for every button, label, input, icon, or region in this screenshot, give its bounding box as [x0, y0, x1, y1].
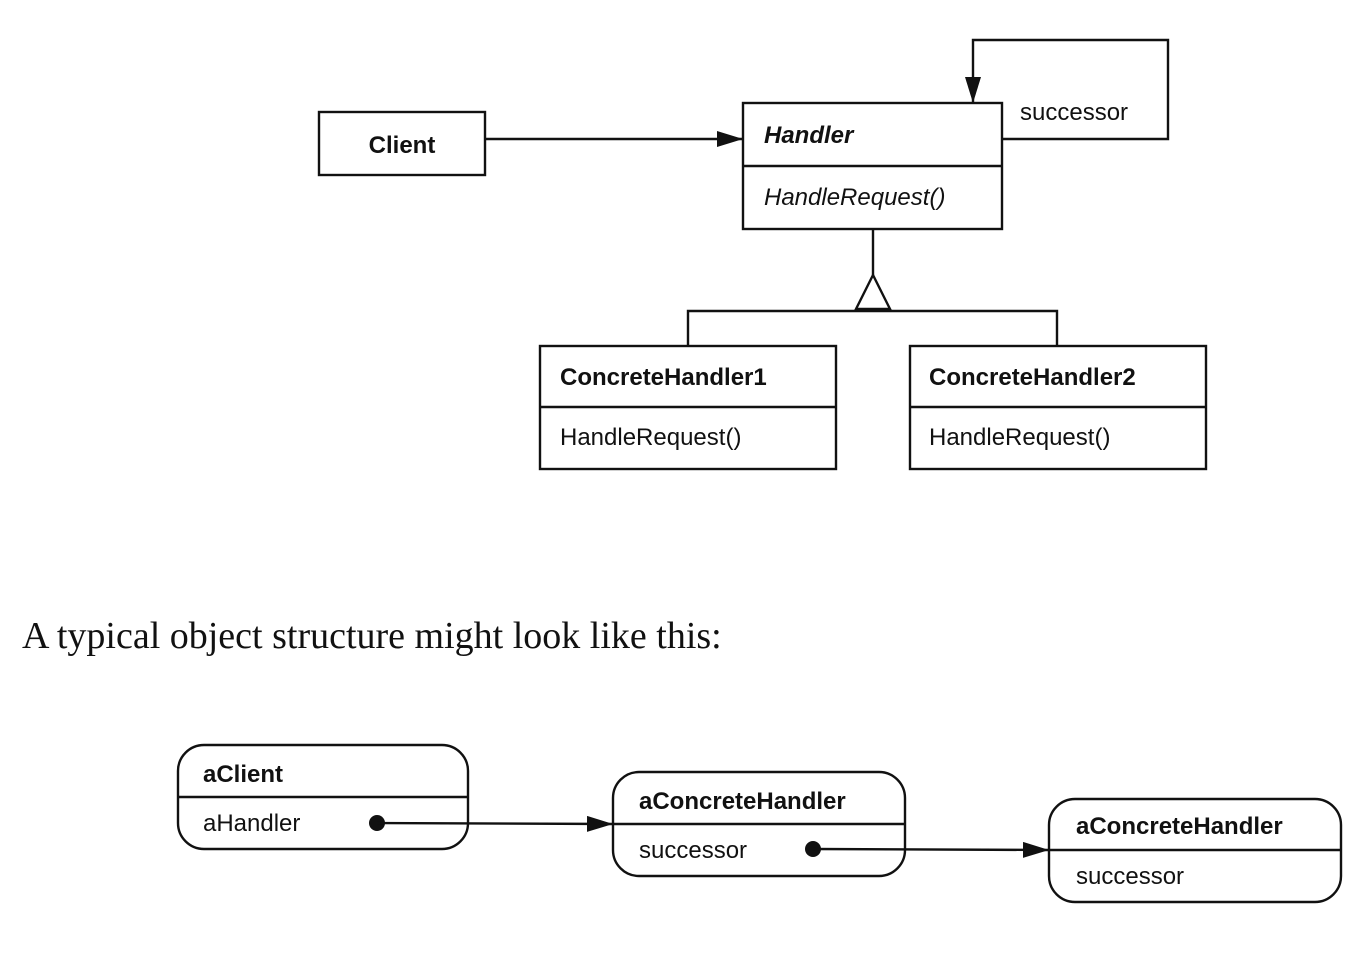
- a-concrete-handler-2-field: successor: [1076, 863, 1184, 890]
- concrete-handler-2-class: ConcreteHandler2 HandleRequest(): [908, 344, 1208, 471]
- a-concrete-handler-1-field: successor: [639, 837, 747, 864]
- a-concrete-handler-object-2: aConcreteHandler successor: [1047, 797, 1343, 904]
- a-concrete-handler-2-name: aConcreteHandler: [1076, 813, 1283, 840]
- object-structure-caption: A typical object structure might look li…: [22, 615, 722, 657]
- a-concrete-handler-object-1: aConcreteHandler successor: [611, 770, 907, 878]
- client-class-name: Client: [369, 132, 436, 159]
- handler-operation: HandleRequest(): [764, 184, 945, 211]
- concrete-handler-1-operation: HandleRequest(): [560, 424, 741, 451]
- handler-class: Handler HandleRequest(): [741, 101, 1004, 231]
- a-concrete-handler-1-name: aConcreteHandler: [639, 788, 846, 815]
- successor-association-label: successor: [1020, 99, 1128, 126]
- successor-reference: [805, 841, 1050, 858]
- concrete-handler-2-operation: HandleRequest(): [929, 424, 1110, 451]
- a-client-name: aClient: [203, 761, 283, 788]
- concrete-handler-1-class: ConcreteHandler1 HandleRequest(): [538, 344, 838, 471]
- inheritance-hierarchy: [686, 229, 1059, 346]
- successor-self-association: [965, 38, 1170, 141]
- a-handler-reference: [369, 815, 614, 832]
- generalization-triangle: [854, 272, 892, 311]
- concrete-handler-2-name: ConcreteHandler2: [929, 364, 1136, 391]
- client-class: Client: [317, 110, 487, 177]
- concrete-handler-1-name: ConcreteHandler1: [560, 364, 767, 391]
- handler-class-name: Handler: [764, 122, 855, 149]
- a-client-object: aClient aHandler: [176, 743, 470, 851]
- a-client-field: aHandler: [203, 810, 300, 837]
